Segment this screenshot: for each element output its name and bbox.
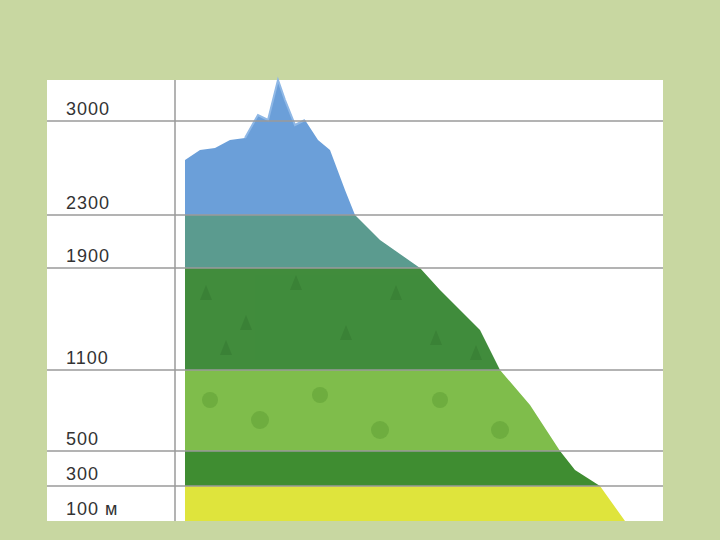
mountain (180, 70, 660, 521)
altitude-label: 3000 (66, 98, 110, 120)
conifer-zone (180, 268, 660, 370)
altitude-label: 500 (66, 428, 99, 450)
trees (200, 275, 482, 360)
mixed-zone (180, 451, 660, 486)
ice-zone (180, 70, 660, 215)
broadleaf-zone (180, 370, 660, 451)
snow-cap (245, 80, 305, 138)
bushes (202, 387, 509, 439)
altitude-label: 1900 (66, 245, 110, 267)
altitude-label: 1100 (66, 347, 109, 369)
grid-lines (47, 80, 663, 521)
foothill-zone (180, 486, 660, 521)
panel (47, 80, 663, 521)
meadow-zone (180, 215, 660, 268)
altitude-label: 100 м (66, 498, 118, 520)
altitude-label: 300 (66, 463, 99, 485)
altitude-label: 2300 (66, 192, 110, 214)
